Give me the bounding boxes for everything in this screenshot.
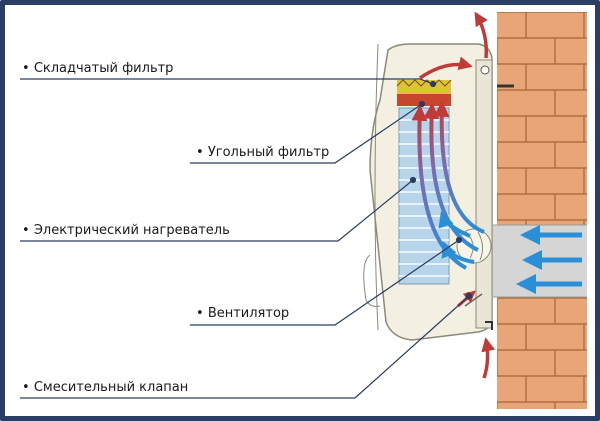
internal-airflow	[411, 100, 485, 270]
cold-air-inflow	[516, 225, 582, 294]
red-arrow-icon	[433, 100, 485, 234]
label-mixing-valve: • Смесительный клапан	[22, 380, 188, 396]
label-text: Смесительный клапан	[33, 380, 189, 395]
pleated-filter	[396, 79, 452, 94]
callout-lines	[20, 78, 473, 399]
label-text: Электрический нагреватель	[33, 223, 230, 238]
red-arrow-icon	[474, 11, 489, 59]
red-arrow-icon	[419, 56, 473, 80]
leader-carbon-filter	[190, 103, 423, 164]
red-arrow-icon	[411, 104, 467, 270]
label-electric-heater: • Электрический нагреватель	[22, 223, 230, 239]
bullet: •	[22, 223, 30, 238]
red-arrow-icon	[423, 102, 479, 252]
blue-arrow-icon	[438, 210, 471, 238]
blue-arrow-icon	[441, 241, 475, 264]
label-text: Угольный фильтр	[207, 145, 330, 160]
leader-pleated-filter	[20, 78, 434, 85]
label-text: Вентилятор	[207, 306, 290, 321]
leader-mixing-valve	[20, 295, 470, 399]
leader-electric-heater	[20, 179, 414, 242]
label-fan: • Вентилятор	[196, 306, 289, 322]
label-carbon-filter: • Угольный фильтр	[196, 145, 329, 161]
bullet: •	[22, 61, 30, 76]
red-arrow-icon	[481, 337, 496, 379]
bullet: •	[196, 145, 204, 160]
label-text: Складчатый фильтр	[33, 61, 174, 76]
leader-fan	[190, 239, 460, 326]
bullet: •	[22, 380, 30, 395]
brick-wall	[497, 12, 587, 409]
label-pleated-filter: • Складчатый фильтр	[22, 61, 173, 77]
bullet: •	[196, 306, 204, 321]
